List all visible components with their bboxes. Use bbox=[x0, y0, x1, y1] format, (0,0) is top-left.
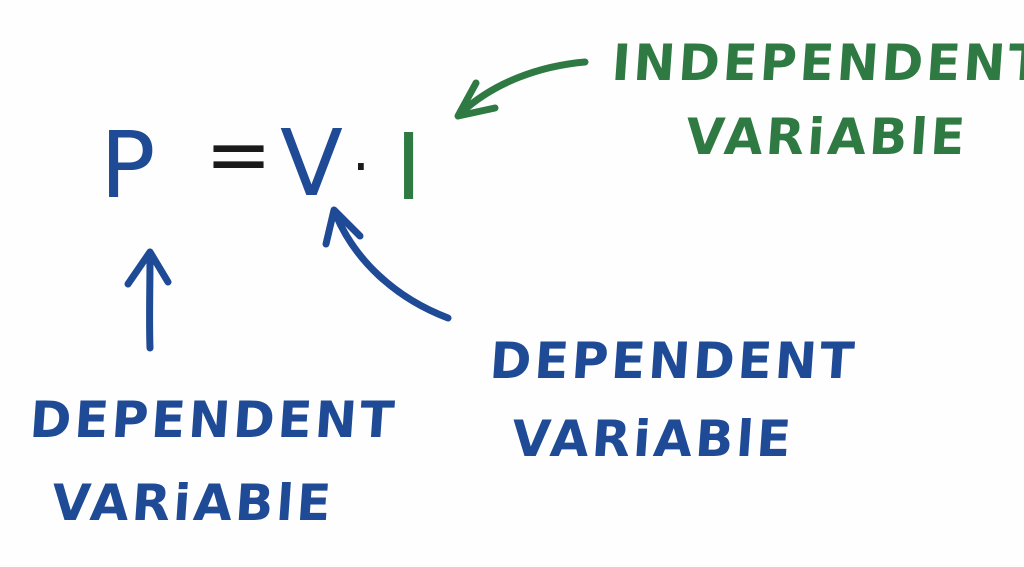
dependent-voltage-arrow bbox=[322, 206, 452, 322]
equals-symbol: = bbox=[205, 108, 275, 201]
dependent-power-arrow bbox=[124, 248, 172, 352]
independent-label-line1: INDEPENDENT bbox=[609, 34, 1024, 92]
current-symbol: I bbox=[395, 114, 425, 221]
voltage-symbol: V bbox=[280, 110, 345, 217]
dependent-voltage-label-line1: DEPENDENT bbox=[487, 332, 859, 390]
multiply-dot: · bbox=[352, 135, 372, 200]
dependent-voltage-label-line2: VARiABlE bbox=[509, 410, 796, 468]
independent-arrow bbox=[454, 58, 589, 120]
power-symbol: P bbox=[100, 112, 158, 219]
dependent-power-label-line2: VARiABlE bbox=[49, 474, 336, 532]
dependent-power-label-line1: DEPENDENT bbox=[27, 391, 399, 449]
independent-label-line2: VARiABlE bbox=[683, 108, 970, 166]
